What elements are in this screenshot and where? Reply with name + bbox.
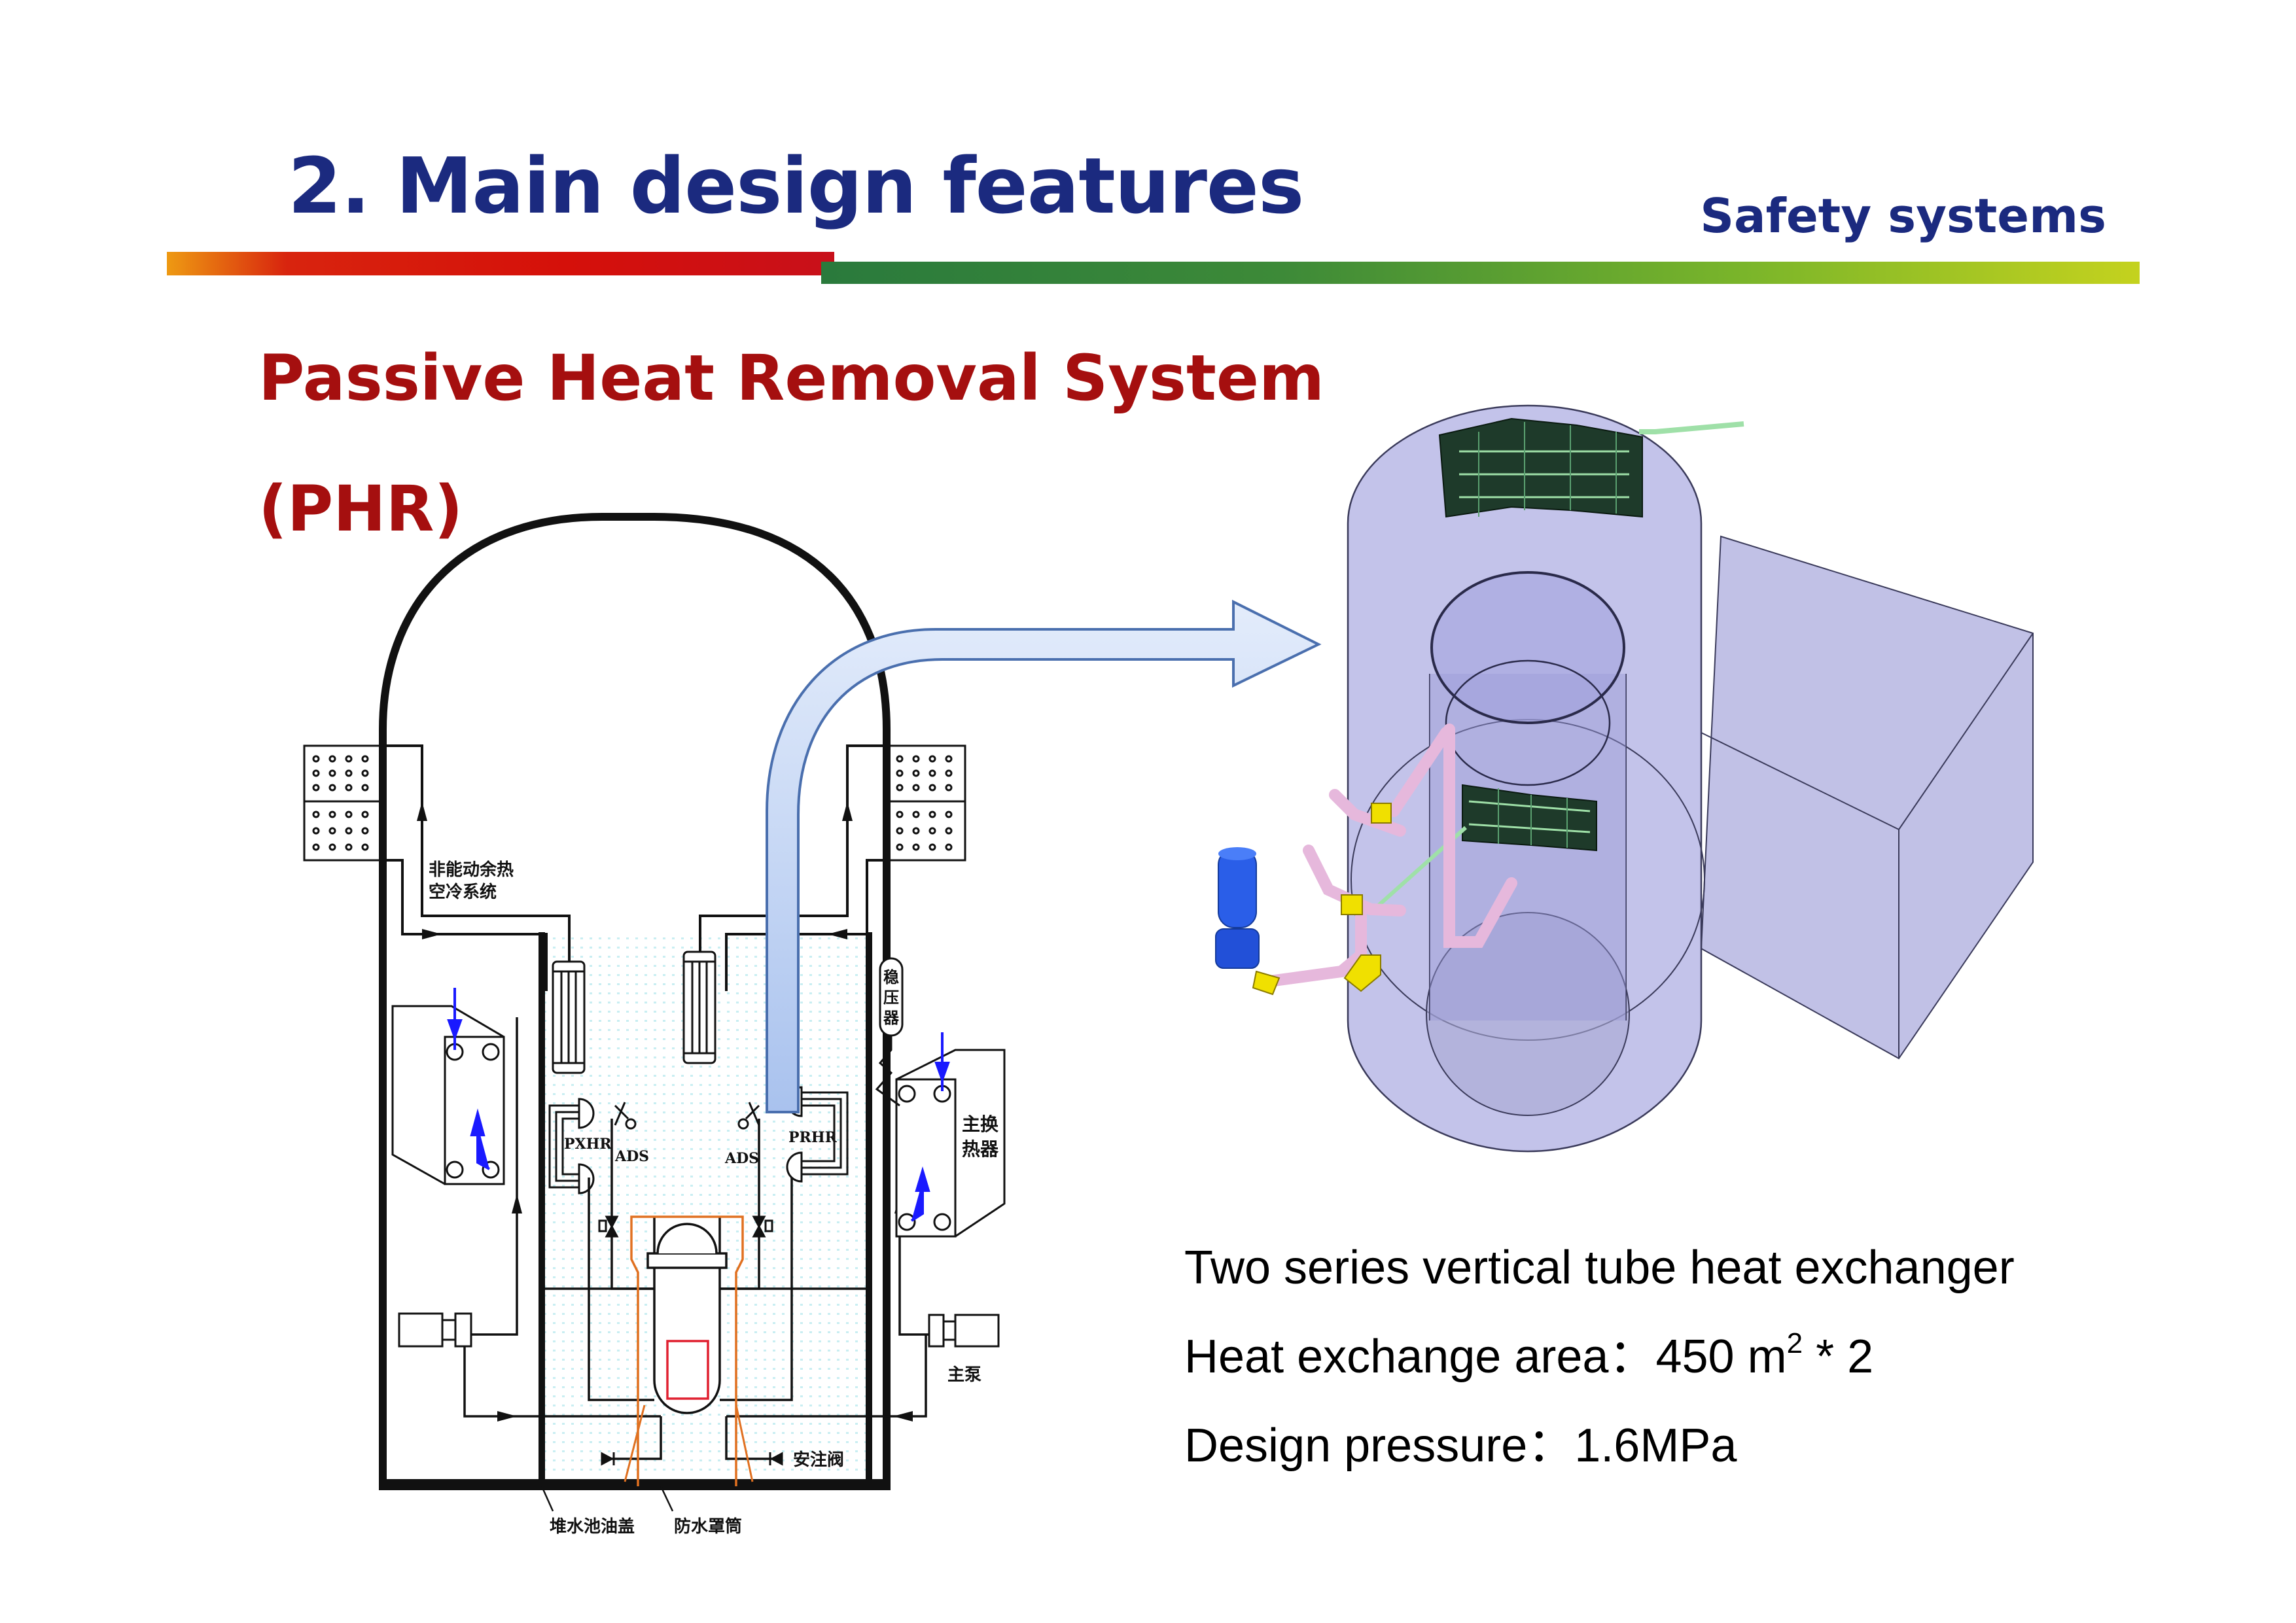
section-label: Safety systems	[1700, 188, 2106, 243]
subtitle-line2: (PHR)	[258, 472, 463, 546]
label-ads-right: ADS	[724, 1150, 759, 1167]
spec-hx-area-suffix: * 2	[1803, 1331, 1874, 1383]
label-injection-valve: 安注阀	[793, 1450, 844, 1470]
lower-hx-bundle	[1462, 784, 1597, 852]
label-air-cooling-line1: 非能动余热	[429, 860, 514, 880]
air-cooler-left	[303, 744, 384, 862]
header-bar-green	[821, 262, 2140, 284]
label-main-hx-line2: 热器	[962, 1138, 999, 1160]
header-bar-red	[167, 252, 834, 275]
air-cooler-right	[885, 744, 966, 862]
phr-3d-render	[1215, 404, 2034, 1153]
leader-left	[540, 1486, 554, 1512]
label-bottom-left: 堆水池油盖	[550, 1516, 635, 1537]
specs-block: Two series vertical tube heat exchanger …	[1184, 1223, 2015, 1490]
ads-valve-left	[614, 1102, 637, 1130]
flow-arrows-left-hx	[447, 988, 490, 1170]
upper-hx-bundle	[1438, 417, 1643, 518]
green-tube-upper	[1639, 421, 1744, 434]
flow-arrows-right-hx	[910, 1032, 950, 1222]
callout-arrow	[766, 599, 1322, 1113]
phr-bundle-left	[552, 960, 586, 1074]
air-cooling-piping	[383, 744, 887, 991]
spec-hx-area-sup: 2	[1786, 1327, 1803, 1359]
pressurizer	[875, 957, 904, 1107]
reactor-core	[666, 1340, 709, 1400]
system-subtitle: Passive Heat Removal System (PHR)	[258, 313, 1324, 574]
label-prhr: PRHR	[788, 1129, 838, 1146]
phr-schematic: 非能动余热 空冷系统 PXHR PRHR	[303, 513, 1006, 1537]
spec-hx-area-prefix: Heat exchange area：450 m	[1184, 1331, 1787, 1383]
label-main-hx-line1: 主换	[962, 1113, 999, 1135]
label-air-cooling-line2: 空冷系统	[429, 882, 497, 902]
spec-hx-area: Heat exchange area：450 m2 * 2	[1184, 1312, 2015, 1401]
label-pressurizer-1: 稳	[883, 968, 899, 986]
label-pxhr: PXHR	[564, 1136, 612, 1153]
yellow-fittings	[1252, 803, 1392, 996]
slide-title: 2. Main design features	[288, 141, 1304, 231]
pxhr-coil	[548, 1098, 595, 1195]
ads-valve-right	[737, 1102, 760, 1130]
reactor-vessel	[624, 1215, 754, 1486]
label-main-pump: 主泵	[947, 1365, 981, 1385]
upper-ring	[1430, 571, 1625, 724]
tank-annex-box	[1700, 535, 2034, 1060]
main-hx-left	[391, 1005, 505, 1185]
phr-bundle-right	[682, 951, 716, 1064]
main-pump-right	[928, 1314, 1000, 1348]
subtitle-line1: Passive Heat Removal System	[258, 341, 1324, 415]
label-ads-left: ADS	[614, 1148, 649, 1165]
spec-design-pressure: Design pressure：1.6MPa	[1184, 1420, 1737, 1472]
main-pump-left	[398, 1312, 472, 1348]
label-pressurizer-2: 压	[883, 988, 899, 1007]
inner-cylinder	[1429, 674, 1627, 1021]
air-cooling-arrows	[417, 801, 853, 939]
water-shield	[630, 1215, 744, 1486]
label-bottom-right: 防水罩筒	[674, 1516, 742, 1537]
label-pressurizer-3: 器	[883, 1009, 900, 1027]
spec-hx-type: Two series vertical tube heat exchanger	[1184, 1242, 2015, 1294]
leader-right	[660, 1486, 674, 1512]
pump-3d	[1215, 847, 1260, 969]
pink-piping	[1263, 724, 1517, 987]
check-valves	[598, 1215, 783, 1466]
